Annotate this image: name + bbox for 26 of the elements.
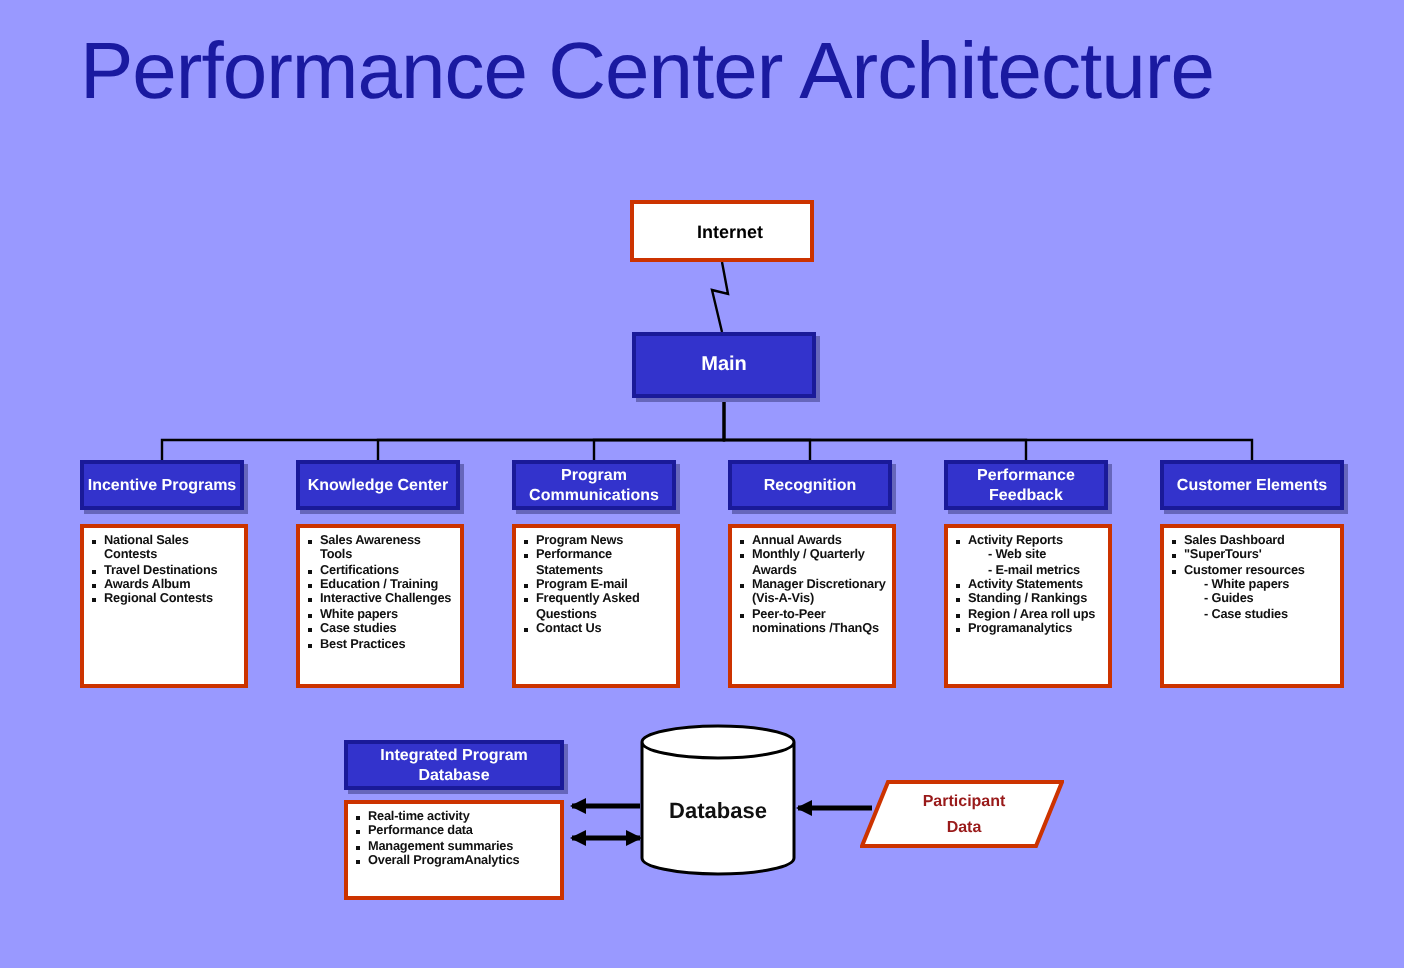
lightning-connector [710, 261, 730, 333]
arrow [796, 800, 872, 816]
list-box [728, 524, 896, 688]
node-label: Database [667, 800, 769, 824]
list-box [512, 524, 680, 688]
main-box: Main [632, 332, 816, 398]
arrow [570, 830, 642, 846]
list-box [944, 524, 1112, 688]
list-box [344, 800, 564, 900]
category-box: Integrated Program Database [344, 740, 564, 790]
connector-line [722, 398, 1254, 460]
network-box: Internet [630, 200, 814, 262]
list-box [1160, 524, 1344, 688]
category-box: Program Communications [512, 460, 676, 510]
node-label: Participant Data [920, 790, 1008, 840]
list-box [80, 524, 248, 688]
title: Performance Center Architecture [80, 28, 1214, 118]
category-box: Knowledge Center [296, 460, 460, 510]
category-box: Recognition [728, 460, 892, 510]
category-box: Performance Feedback [944, 460, 1108, 510]
category-box: Incentive Programs [80, 460, 244, 510]
list-box [296, 524, 464, 688]
data-parallelogram [860, 780, 1064, 848]
arrow [570, 798, 640, 814]
database-cylinder [640, 724, 796, 876]
category-box: Customer Elements [1160, 460, 1344, 510]
